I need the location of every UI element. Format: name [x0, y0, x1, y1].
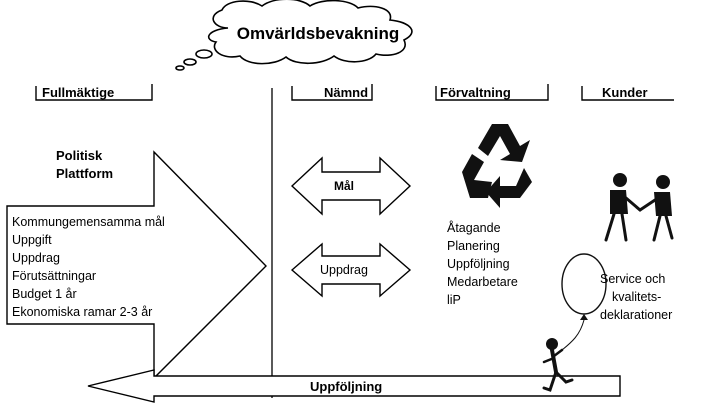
uppfoljning-arrow — [87, 369, 621, 403]
forvaltning-item: Åtagande — [447, 220, 501, 235]
kunder-text-line: Service och — [600, 272, 665, 286]
header-brackets — [35, 84, 674, 101]
fullmaktige-item: Ekonomiska ramar 2-3 år — [12, 305, 152, 319]
header-fullmaktige: Fullmäktige — [42, 85, 114, 100]
forvaltning-item: Planering — [447, 239, 500, 253]
platform-line1: Politisk — [56, 148, 103, 163]
forvaltning-item: liP — [447, 293, 461, 307]
mal-arrow — [290, 156, 412, 216]
cloud-title: Omvärldsbevakning — [237, 24, 400, 43]
uppdrag-label: Uppdrag — [320, 263, 368, 277]
platform-line2: Plattform — [56, 166, 113, 181]
kunder-text-line: kvalitets- — [612, 290, 661, 304]
header-kunder: Kunder — [602, 85, 648, 100]
mal-label: Mål — [334, 179, 354, 193]
forvaltning-item: Uppföljning — [447, 257, 510, 271]
cloud-shape — [175, 0, 413, 71]
kunder-text-line: deklarationer — [600, 308, 672, 322]
uppdrag-arrow — [290, 242, 412, 298]
fullmaktige-item: Uppgift — [12, 233, 52, 247]
uppfoljning-label: Uppföljning — [310, 379, 382, 394]
header-forvaltning: Förvaltning — [440, 85, 511, 100]
header-namnd: Nämnd — [324, 85, 368, 100]
fullmaktige-item: Förutsättningar — [12, 269, 96, 283]
handshake-icon — [604, 173, 674, 242]
fullmaktige-item: Budget 1 år — [12, 287, 77, 301]
fullmaktige-item: Uppdrag — [12, 251, 60, 265]
forvaltning-item: Medarbetare — [447, 275, 518, 289]
fullmaktige-item: Kommungemensamma mål — [12, 215, 165, 229]
recycle-icon — [462, 124, 532, 208]
fullmaktige-arrow — [6, 150, 267, 380]
balloon-person-icon — [542, 253, 607, 392]
